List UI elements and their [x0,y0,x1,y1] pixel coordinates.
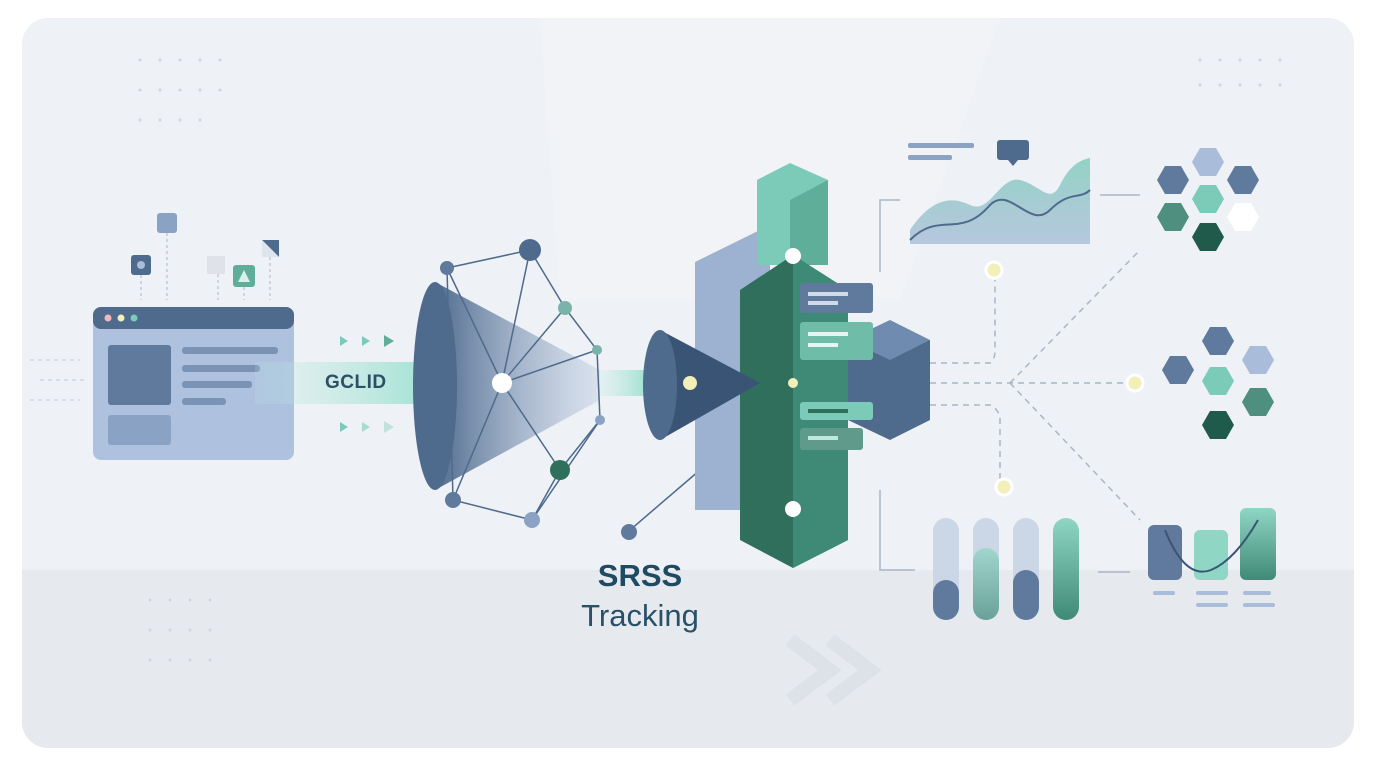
hex-cluster-top [1157,148,1259,251]
chevron-decoration [785,634,882,706]
network-nodes [440,239,605,528]
connector-lines [930,249,1141,521]
left-dash-lines [30,359,85,401]
bar-chart-small [1148,508,1276,607]
illustration-canvas [22,18,1354,748]
node [621,524,637,540]
floor-band [22,570,1354,748]
gclid-label: GCLID [325,372,387,393]
central-processor [643,163,930,568]
hex-cluster-middle [1162,327,1274,439]
browser-window [93,307,294,460]
pin-icons [131,213,279,300]
diagram-art [22,18,1354,748]
title-srss: SRSS [597,558,683,593]
arrow-markers [340,335,394,433]
yellow-nodes [984,260,1145,497]
dot-grid [138,58,1282,662]
data-beam [255,362,450,404]
light-panel [540,18,1000,300]
bar-chart-main [933,518,1079,620]
area-chart [908,140,1091,244]
subtitle-tracking: Tracking [581,598,699,633]
funnel-cone [413,239,605,528]
